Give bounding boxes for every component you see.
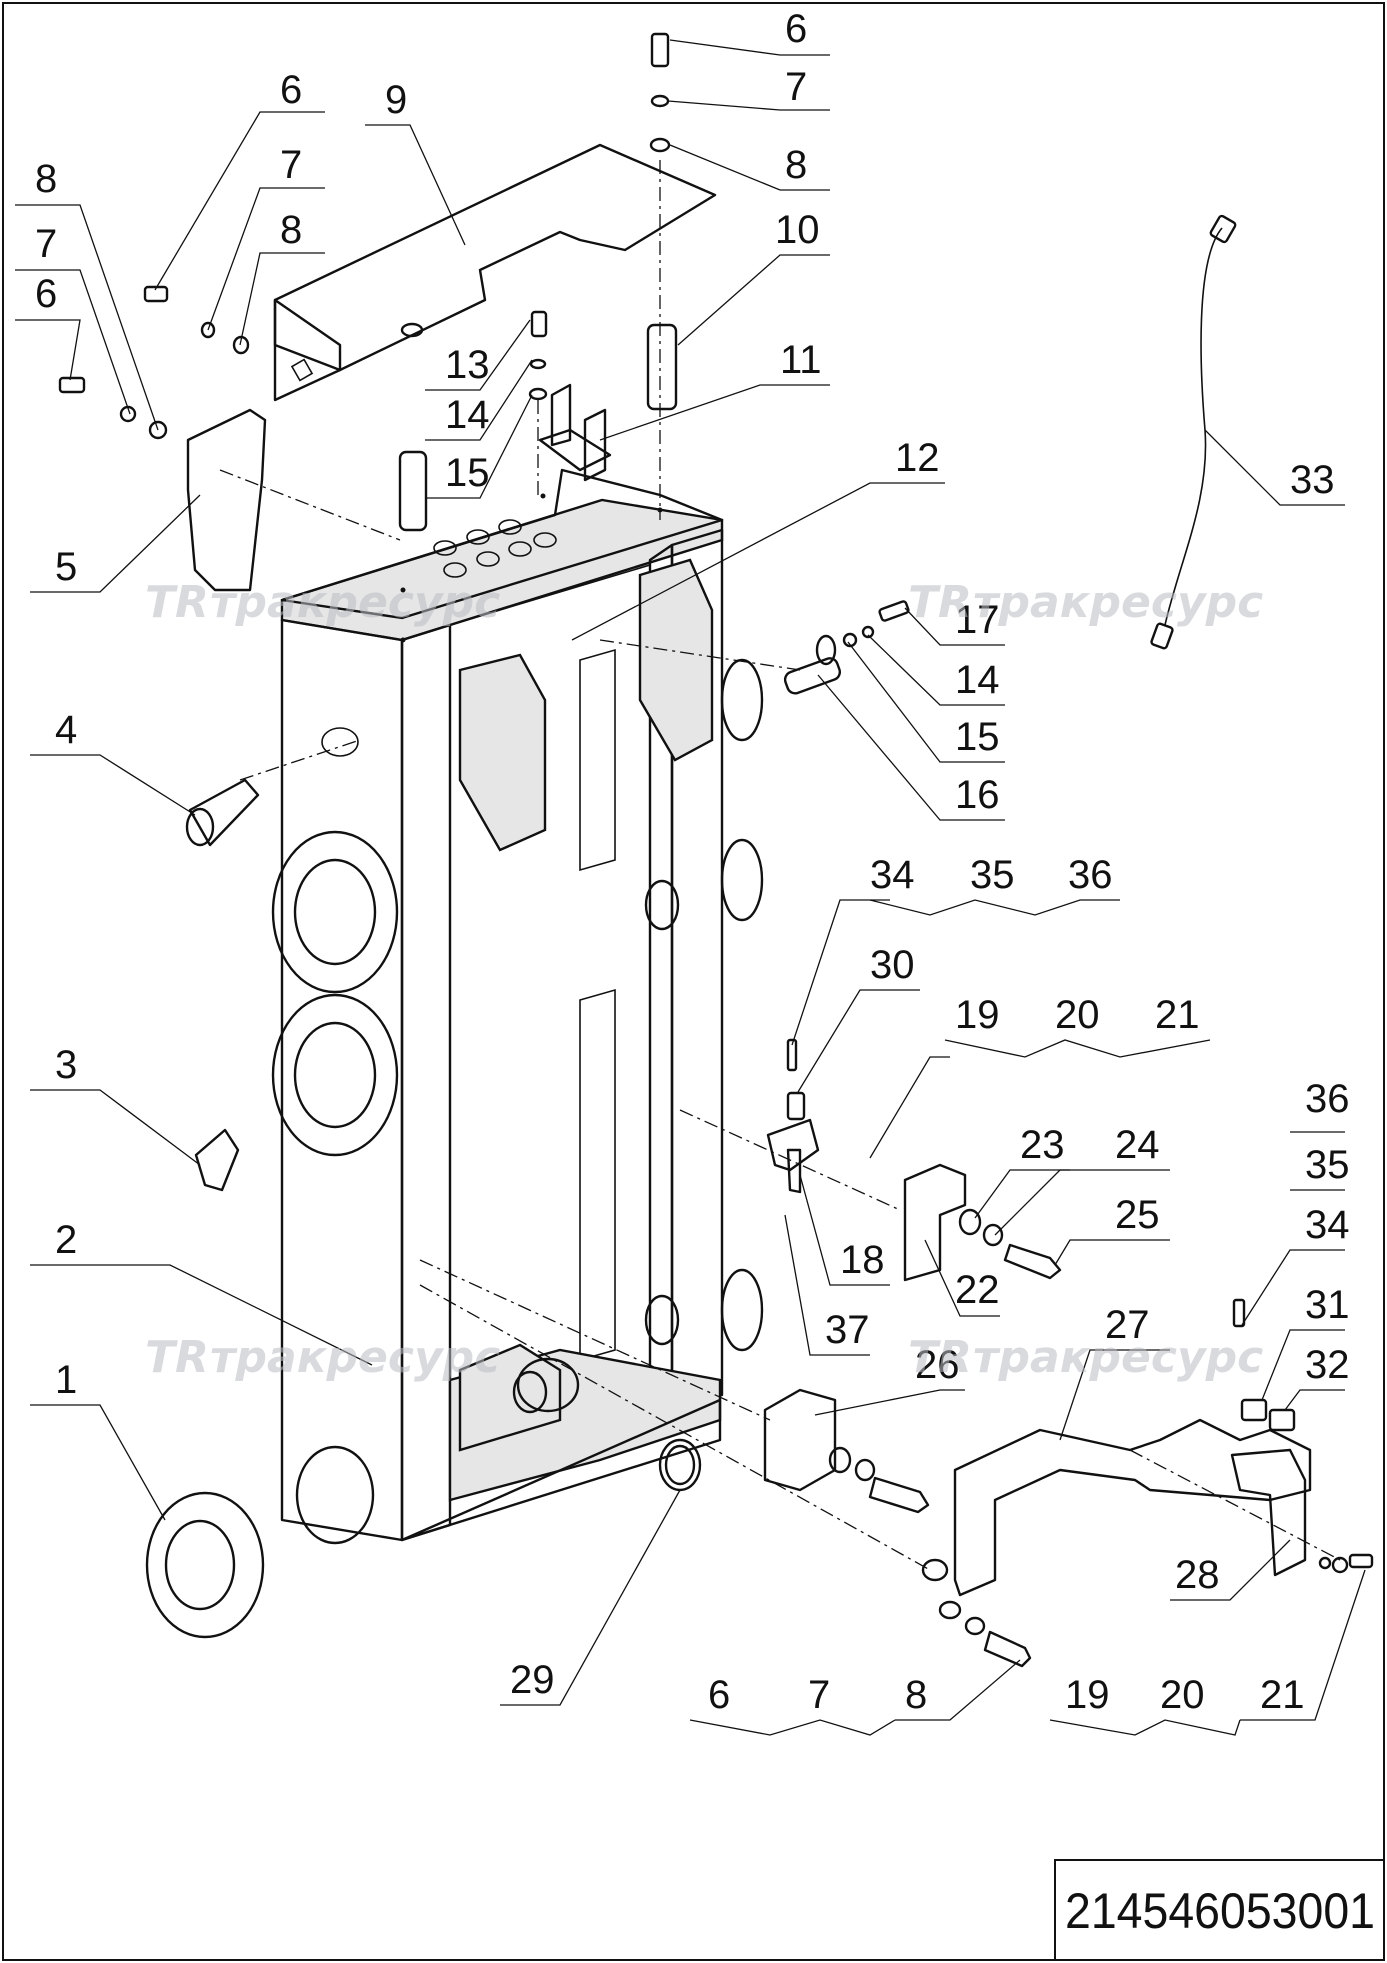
callout-30: 30 (870, 943, 915, 987)
watermark-text: тракресурс (973, 1332, 1263, 1383)
callout-11: 11 (780, 338, 822, 382)
callout-20: 20 (1160, 1673, 1205, 1717)
callout-labels: 6 7 8 8 7 6 9 6 7 8 10 11 12 13 14 15 5 … (35, 7, 1350, 1717)
callout-4: 4 (55, 708, 77, 752)
watermarks: TR тракресурс TR тракресурс TR тракресур… (145, 577, 1263, 1383)
title-block: 214546053001 (1054, 1859, 1385, 1961)
callout-36: 36 (1068, 853, 1113, 897)
callout-22: 22 (955, 1268, 1000, 1312)
callout-6: 6 (35, 272, 57, 316)
callout-33: 33 (1290, 458, 1335, 502)
watermark-text: тракресурс (973, 577, 1263, 628)
callout-31: 31 (1305, 1283, 1350, 1327)
callout-3: 3 (55, 1043, 77, 1087)
watermark-logo: TR (908, 1332, 972, 1383)
callout-7: 7 (35, 222, 57, 266)
callout-35: 35 (970, 853, 1015, 897)
callout-1: 1 (55, 1358, 77, 1402)
callout-27: 27 (1105, 1303, 1150, 1347)
callout-8: 8 (35, 157, 57, 201)
watermark: TR тракресурс (145, 577, 500, 628)
watermark-logo: TR (145, 577, 209, 628)
callout-32: 32 (1305, 1343, 1350, 1387)
callout-13: 13 (445, 343, 490, 387)
left-rollers (271, 727, 399, 1545)
callout-34: 34 (870, 853, 915, 897)
callout-14: 14 (955, 658, 1000, 702)
callout-19: 19 (955, 993, 1000, 1037)
callout-36: 36 (1305, 1077, 1350, 1121)
main-frame-body (271, 468, 764, 1545)
callout-14: 14 (445, 393, 490, 437)
callout-6: 6 (785, 7, 807, 51)
callout-21: 21 (1260, 1673, 1305, 1717)
watermark: TR тракресурс (145, 1332, 500, 1383)
callout-8: 8 (905, 1673, 927, 1717)
leader-lines (15, 39, 1366, 1736)
right-side-parts (763, 214, 1374, 1668)
callout-23: 23 (1020, 1123, 1065, 1167)
callout-8: 8 (785, 143, 807, 187)
callout-7: 7 (280, 143, 302, 187)
watermark: TR тракресурс (908, 1332, 1263, 1383)
callout-21: 21 (1155, 993, 1200, 1037)
callout-6: 6 (280, 68, 302, 112)
left-side-parts (145, 778, 702, 1639)
callout-2: 2 (55, 1218, 77, 1262)
watermark-text: тракресурс (210, 577, 500, 628)
callout-17: 17 (955, 598, 1000, 642)
assembly-centerlines (219, 160, 1341, 1571)
watermark: TR тракресурс (908, 577, 1263, 628)
callout-12: 12 (895, 436, 940, 480)
callout-25: 25 (1115, 1193, 1160, 1237)
callout-6: 6 (708, 1673, 730, 1717)
callout-19: 19 (1065, 1673, 1110, 1717)
callout-29: 29 (510, 1658, 555, 1702)
callout-18: 18 (840, 1238, 885, 1282)
callout-16: 16 (955, 773, 1000, 817)
drawing-number: 214546053001 (1065, 1883, 1375, 1939)
callout-35: 35 (1305, 1143, 1350, 1187)
bolt-set-upper (58, 32, 678, 643)
callout-26: 26 (915, 1343, 960, 1387)
callout-8: 8 (280, 208, 302, 252)
watermark-logo: TR (908, 577, 972, 628)
callout-5: 5 (55, 545, 77, 589)
watermark-text: тракресурс (210, 1332, 500, 1383)
callout-37: 37 (825, 1308, 870, 1352)
callout-7: 7 (808, 1673, 830, 1717)
callout-15: 15 (955, 715, 1000, 759)
callout-34: 34 (1305, 1203, 1350, 1247)
callout-10: 10 (775, 208, 820, 252)
watermark-logo: TR (145, 1332, 209, 1383)
callout-15: 15 (445, 451, 490, 495)
callout-20: 20 (1055, 993, 1100, 1037)
top-plate-holes (433, 519, 557, 578)
callout-24: 24 (1115, 1123, 1160, 1167)
callout-9: 9 (385, 78, 407, 122)
top-plate-cover-part (273, 143, 717, 402)
callout-7: 7 (785, 65, 807, 109)
right-rollers (644, 658, 764, 1352)
callout-28: 28 (1175, 1553, 1220, 1597)
